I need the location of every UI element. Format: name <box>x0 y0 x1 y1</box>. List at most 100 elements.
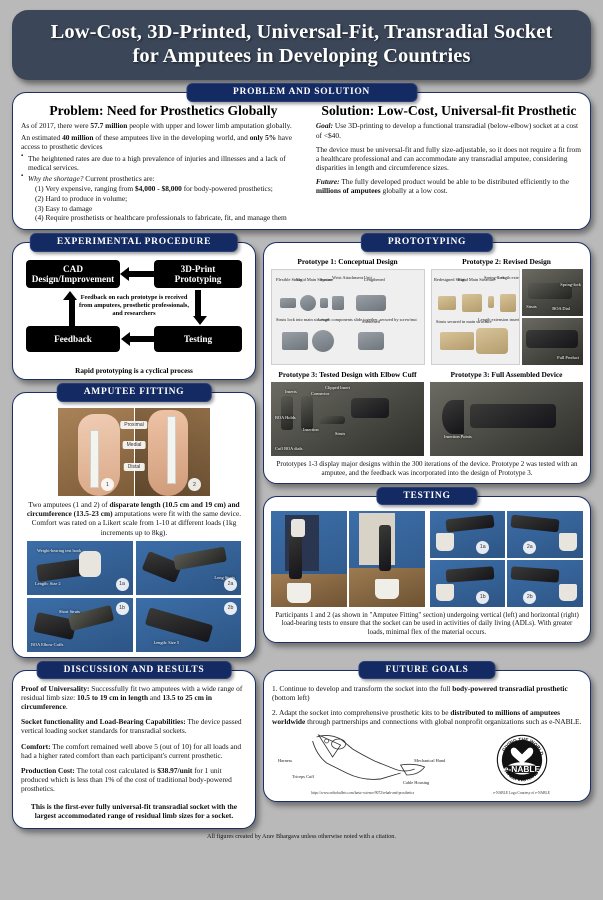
body-powered-prosthetic-diagram-icon <box>312 734 426 781</box>
future-goal-2: 2. Adapt the socket into comprehensive p… <box>272 708 582 727</box>
p1-label-wrist-unit: Wrist Attachment Unit <box>332 275 372 281</box>
amputee-fitting-panel: AMPUTEE FITTING Proximal Medial Distal 1… <box>12 383 256 658</box>
prototype-3b-image: Insertion Points <box>430 382 583 457</box>
testing-header: TESTING <box>376 486 478 506</box>
testing-cell-2b: 2b <box>507 559 583 607</box>
svg-text:e-NABLE: e-NABLE <box>503 764 540 774</box>
discussion-body: Proof of Universality: Successfully fit … <box>21 684 247 820</box>
p1-label-rigid-main: Rigid Main Structure <box>296 277 334 283</box>
discussion-item-1: Proof of Universality: Successfully fit … <box>21 683 243 712</box>
arrow-head-up-icon <box>63 291 77 301</box>
diagram-label-mech-hand: Mechanical Hand <box>414 758 446 764</box>
grid-label-length-size2: Length: Size 2 <box>35 580 61 586</box>
flow-arrow-top <box>128 271 154 278</box>
enable-logo: e-NABLE GIVING THE WORLD A HELPING HAND <box>461 731 582 789</box>
p2-label-extension: Length extension insert <box>498 275 519 281</box>
testing-horizontal-grid: 1a 2a 1b <box>429 510 583 607</box>
prosthetic-diagram: Harness Mechanical Hand Triceps Cuff Cab… <box>272 731 454 790</box>
fitting-tag-proximal: Proximal <box>120 421 148 430</box>
future-goals-panel: FUTURE GOALS 1. Continue to develop and … <box>263 660 591 802</box>
list-item: (2) Hard to produce in volume; <box>35 194 128 204</box>
p2-label-springlock-photo: Spring-lock <box>560 282 581 288</box>
discussion-item-3: Comfort: The comfort remained well above… <box>21 741 242 760</box>
future-goals-body: 1. Continue to develop and transform the… <box>272 684 582 727</box>
p1-label-flexible-struts: Flexible Struts <box>276 277 302 283</box>
prototype-1-block: Prototype 1: Conceptual Design <box>271 257 424 266</box>
p1-label-lengthened: Lengthened <box>364 277 385 283</box>
flow-arrow-bottom <box>130 336 156 343</box>
prototyping-header: PROTOTYPING <box>360 233 494 252</box>
amputee-fitting-caption: Two amputees (1 and 2) of disparate leng… <box>26 500 242 537</box>
solution-body: Goal: Use 3D-printing to develop a funct… <box>315 121 581 196</box>
poster-title: Low-Cost, 3D-Printed, Universal-Fit, Tra… <box>12 10 591 81</box>
p2-label-redesigned: Redesigned Struts <box>434 277 466 283</box>
discussion-conclusion: This is the first-ever fully universal-f… <box>30 801 238 820</box>
discussion-panel: DISCUSSION AND RESULTS Proof of Universa… <box>12 660 256 830</box>
solution-heading: Solution: Low-Cost, Universal-fit Prosth… <box>321 103 577 119</box>
grid-chip-1a: 1a <box>115 577 129 591</box>
fitting-chip-1: 1 <box>101 478 114 492</box>
prosthetic-diagram-block: Harness Mechanical Hand Triceps Cuff Cab… <box>272 731 454 796</box>
testing-chip-1a: 1a <box>476 540 490 554</box>
prototype-2-photo-top: Spring-lock Struts BOA Dial <box>522 269 583 317</box>
testing-vertical-photo-2 <box>348 510 425 607</box>
fitting-tag-distal: Distal <box>123 463 145 472</box>
list-item: (1) Very expensive, ranging from $4,000 … <box>35 184 273 194</box>
p3b-label-insertion-points: Insertion Points <box>444 434 472 440</box>
title-line-2: for Amputees in Developing Countries <box>132 45 471 68</box>
problem-solution-panel: PROBLEM AND SOLUTION Problem: Need for P… <box>12 83 591 231</box>
diagram-credit: https://www.orthobullets.com/basic-scien… <box>311 791 415 796</box>
prototype-2-title: Prototype 2: Revised Design <box>462 257 551 267</box>
experimental-procedure-header: EXPERIMENTAL PROCEDURE <box>29 233 239 252</box>
prototype-2-photo-bottom: Full Product <box>522 318 583 366</box>
list-item: Why the shortage? Current prosthetics ar… <box>21 173 306 183</box>
p3a-label-inserts: Inserts <box>285 389 297 395</box>
solution-column: Solution: Low-Cost, Universal-fit Prosth… <box>316 103 582 223</box>
testing-cell-1a: 1a <box>429 510 506 558</box>
p3a-label-boa-holds: BOA Holds <box>275 415 296 421</box>
list-item: (4) Require prosthetists or healthcare p… <box>35 213 287 223</box>
fitting-chip-2: 2 <box>188 478 201 492</box>
p1-label-spacer: Spacer <box>320 277 332 283</box>
testing-cell-2a: 2a <box>507 510 583 558</box>
amputee-fitting-grid: Weight-bearing test hook Length: Size 2 … <box>19 540 249 652</box>
prototyping-caption: Prototypes 1-3 display major designs wit… <box>276 460 578 477</box>
future-goals-header: FUTURE GOALS <box>358 660 496 680</box>
grid-label-length-size5: Length: Size 5 <box>153 639 180 645</box>
fitting-tag-medial: Medial <box>122 441 146 450</box>
amputee-fitting-photo: Proximal Medial Distal 1 2 <box>58 408 210 497</box>
problem-solution-header: PROBLEM AND SOLUTION <box>186 83 417 102</box>
p3a-label-struts: Struts <box>335 431 346 437</box>
p3a-label-connector: Connector <box>311 391 330 397</box>
p2-label-boa-dial: BOA Dial <box>552 306 570 312</box>
prototype-1-image: Flexible Struts Rigid Main Structure Spa… <box>271 269 425 366</box>
flow-arrow-left <box>69 300 75 327</box>
prototype-3b-block: Prototype 3: Full Assembled Device <box>430 370 583 379</box>
flow-node-testing: Testing <box>154 326 242 353</box>
flowchart-footer: Rapid prototyping is a cyclical process <box>75 367 193 376</box>
testing-vertical-photo-1 <box>271 510 347 607</box>
p3a-label-insertion: Insertion <box>303 427 319 433</box>
grid-label-boa-cuffs: BOA Elbow Cuffs <box>31 641 64 647</box>
prototype-3b-title: Prototype 3: Full Assembled Device <box>450 370 563 380</box>
prototype-3a-image: Clipped Insert Inserts Connector BOA Hol… <box>271 382 424 457</box>
grid-chip-2a: 2a <box>224 577 237 591</box>
arrow-head-right-icon <box>154 267 163 282</box>
future-goal-1: 1. Continue to develop and transform the… <box>272 683 568 702</box>
grid-chip-2b: 2b <box>224 601 237 615</box>
grid-chip-1b: 1b <box>115 601 129 615</box>
problem-body: As of 2017, there were 57.7 million peop… <box>21 121 306 222</box>
flow-node-feedback: Feedback <box>26 326 120 353</box>
poster-footer: All figures created by Arav Bhargava unl… <box>207 833 396 841</box>
arrow-head-left-icon <box>120 267 129 282</box>
p2-label-insert-secured: Length extension insert secured by sprin… <box>478 317 520 323</box>
flowchart-note: Feedback on each prototype is received f… <box>79 294 189 318</box>
flow-arrow-right <box>195 290 201 319</box>
prototyping-panel: PROTOTYPING Prototype 1: Conceptual Desi… <box>263 233 591 484</box>
grid-label-long-struts: Long Struts <box>214 574 235 580</box>
diagram-label-cable-housing: Cable Housing <box>402 779 430 785</box>
